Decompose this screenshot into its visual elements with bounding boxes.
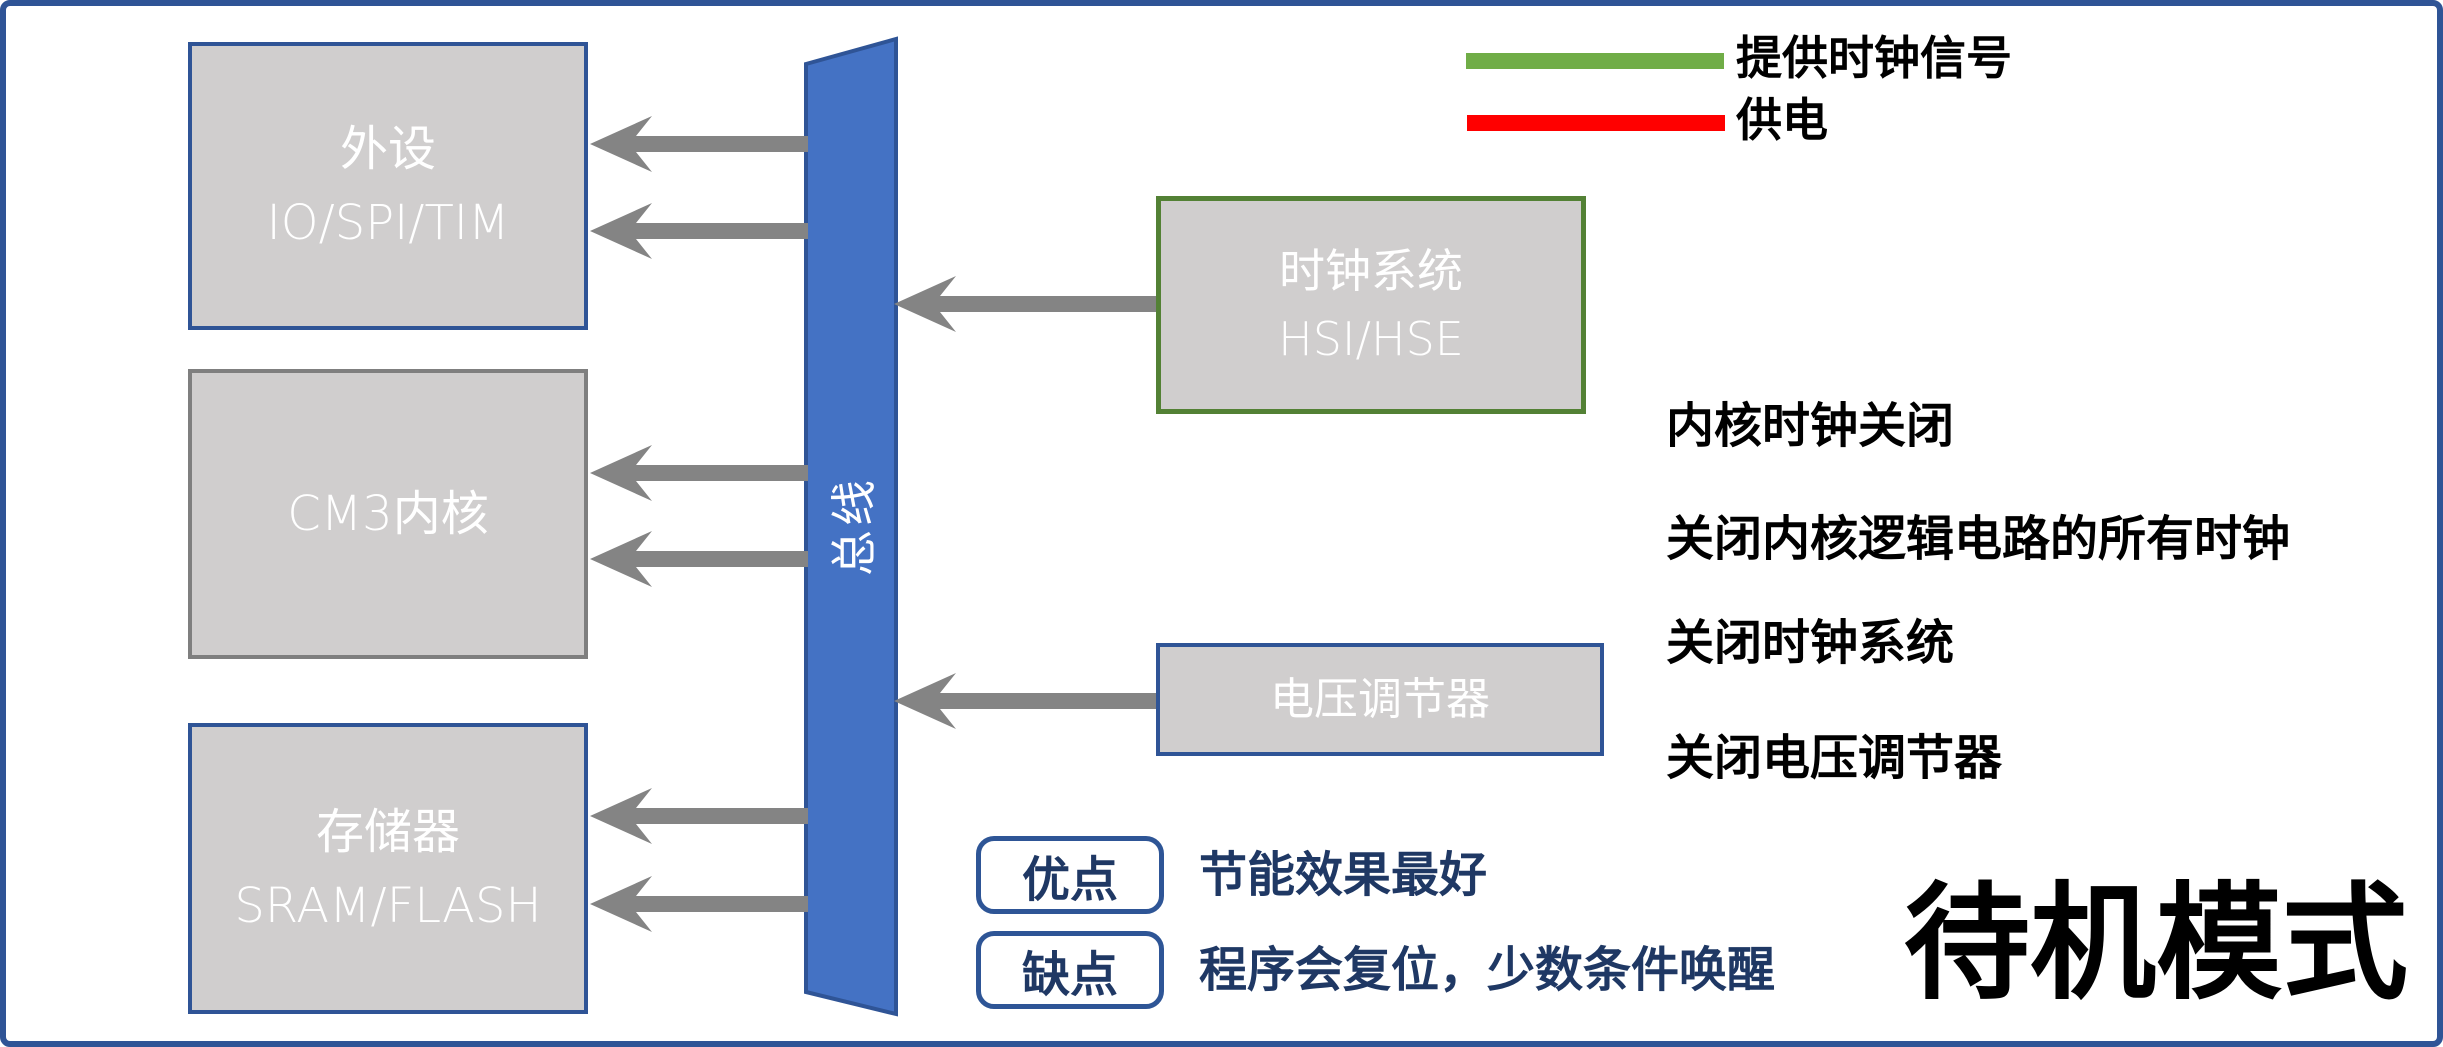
bus-connection-arrow	[590, 531, 808, 587]
clock-system-box: 时钟系统 HSI/HSE	[1156, 196, 1586, 414]
legend-clock-swatch	[1466, 53, 1724, 69]
legend-power-swatch	[1467, 115, 1725, 131]
bus-connection-arrow	[590, 116, 808, 172]
memory-label-line1: 存储器	[315, 803, 460, 860]
legend-power-label: 供电	[1736, 93, 1828, 147]
bus-connection-arrow	[590, 445, 808, 501]
pros-badge-label: 优点	[1021, 852, 1118, 908]
cm3-core-label: CM3内核	[287, 486, 489, 542]
bus-shape	[804, 36, 898, 1017]
cons-badge-label: 缺点	[1021, 947, 1118, 1003]
arrow-group	[590, 116, 1158, 932]
note-voltage-regulator-off: 关闭电压调节器	[1666, 730, 2003, 786]
page-title: 待机模式	[1904, 870, 2408, 1017]
clock-system-label-line2: HSI/HSE	[1278, 312, 1464, 366]
cm3-core-box: CM3内核	[188, 369, 588, 659]
cons-text: 程序会复位，少数条件唤醒	[1199, 942, 1776, 998]
note-clock-system-off: 关闭时钟系统	[1666, 615, 1955, 671]
cons-badge: 缺点	[976, 931, 1164, 1009]
bus-connection-arrow	[590, 876, 808, 932]
bus-label: 总线	[827, 476, 881, 576]
note-all-core-logic-clocks-off: 关闭内核逻辑电路的所有时钟	[1666, 511, 2291, 567]
memory-label-line2: SRAM/FLASH	[234, 877, 542, 934]
note-core-clock-off: 内核时钟关闭	[1666, 398, 1955, 454]
peripherals-label-line2: IO/SPI/TIM	[266, 195, 510, 251]
clock-system-label-line1: 时钟系统	[1279, 244, 1463, 298]
bus-connection-arrow	[590, 788, 808, 844]
voltage-regulator-box: 电压调节器	[1156, 643, 1604, 756]
memory-box: 存储器 SRAM/FLASH	[188, 723, 588, 1014]
bus-connection-arrow	[590, 203, 808, 259]
legend-clock-label: 提供时钟信号	[1736, 31, 2012, 85]
diagram-shapes	[590, 36, 1158, 1017]
peripherals-box: 外设 IO/SPI/TIM	[188, 42, 588, 330]
pros-badge: 优点	[976, 836, 1164, 914]
bus-connection-arrow	[894, 673, 1158, 729]
bus-connection-arrow	[894, 276, 1158, 332]
peripherals-label-line1: 外设	[339, 121, 436, 177]
pros-text: 节能效果最好	[1199, 847, 1488, 903]
voltage-regulator-label: 电压调节器	[1270, 673, 1490, 725]
